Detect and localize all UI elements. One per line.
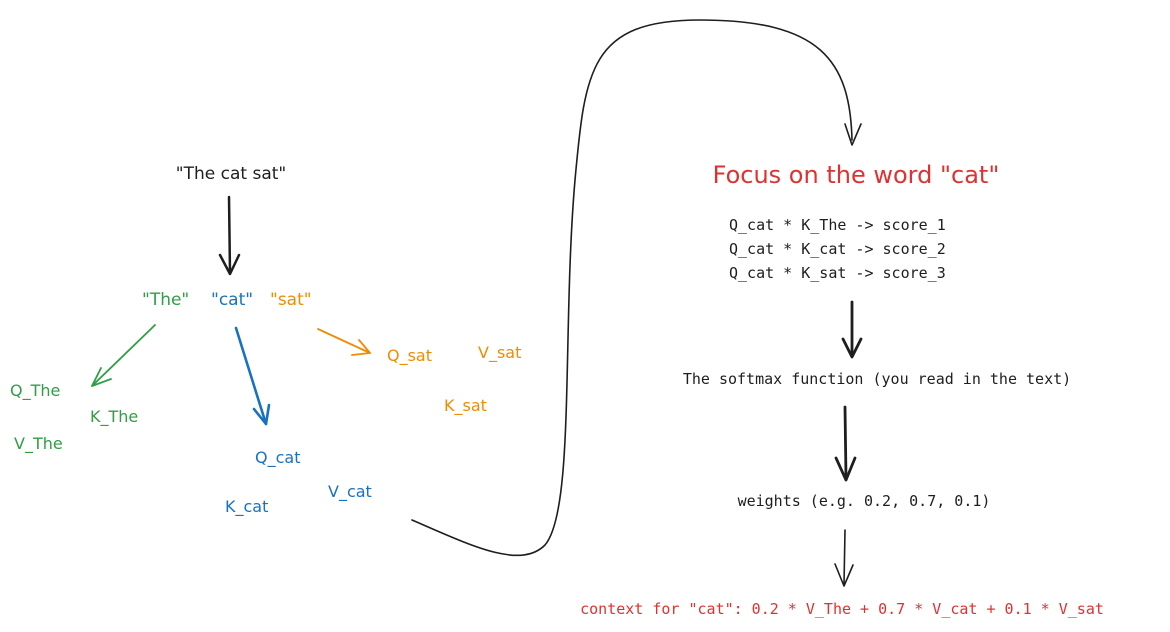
- vector-v-cat: V_cat: [328, 482, 372, 501]
- token-sat: "sat": [270, 290, 312, 310]
- vector-k-sat: K_sat: [444, 396, 487, 415]
- vector-q-cat: Q_cat: [255, 448, 301, 467]
- token-the: "The": [142, 290, 190, 310]
- score-line-2: Q_cat * K_cat -> score_2: [729, 240, 946, 258]
- vector-q-sat: Q_sat: [387, 346, 433, 365]
- arrow-softmax-to-weights: [834, 405, 857, 482]
- arrow-sat-to-q: [317, 328, 371, 356]
- weights-label: weights (e.g. 0.2, 0.7, 0.1): [737, 492, 991, 510]
- context-formula: context for "cat": 0.2 * V_The + 0.7 * V…: [580, 600, 1104, 618]
- softmax-label: The softmax function (you read in the te…: [682, 370, 1072, 388]
- focus-title: Focus on the word "cat": [712, 161, 1000, 189]
- curved-connector-arrow: [411, 19, 862, 557]
- vector-k-cat: K_cat: [225, 497, 269, 516]
- vector-k-the: K_The: [90, 407, 139, 426]
- vector-v-sat: V_sat: [478, 343, 522, 362]
- score-line-3: Q_cat * K_sat -> score_3: [729, 264, 946, 282]
- vector-v-the: V_The: [14, 434, 63, 453]
- vector-q-the: Q_The: [10, 381, 61, 400]
- arrow-the-to-q: [91, 324, 156, 387]
- arrow-weights-to-context: [834, 529, 854, 587]
- arrow-sentence-to-tokens: [218, 195, 241, 276]
- arrow-cat-to-q: [234, 326, 271, 426]
- token-cat: "cat": [211, 290, 254, 310]
- score-line-1: Q_cat * K_The -> score_1: [729, 216, 946, 234]
- sentence-label: "The cat sat": [175, 164, 287, 184]
- arrow-scores-to-softmax: [841, 300, 863, 359]
